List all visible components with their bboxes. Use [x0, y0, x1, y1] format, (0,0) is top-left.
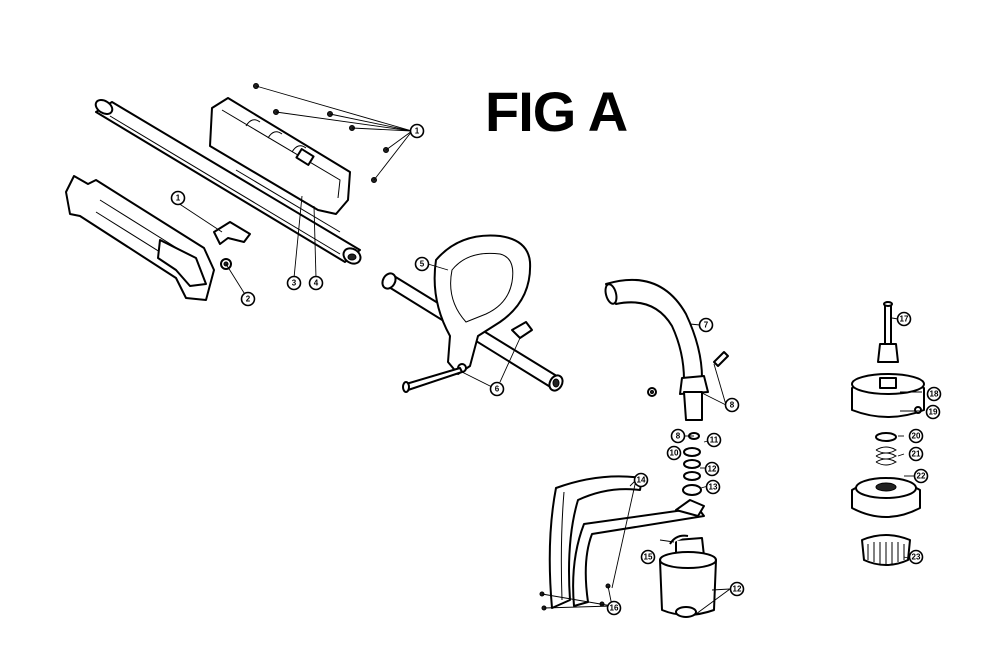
svg-text:4: 4	[314, 279, 319, 288]
svg-text:12: 12	[733, 585, 742, 594]
svg-text:21: 21	[912, 450, 921, 459]
svg-text:5: 5	[420, 260, 425, 269]
callout-10: 10	[666, 445, 682, 461]
svg-text:10: 10	[670, 449, 679, 458]
trimmer-head-assembly	[851, 301, 925, 566]
callout-16: 16	[606, 600, 622, 616]
svg-text:11: 11	[710, 436, 719, 445]
callout-22: 22	[913, 468, 929, 484]
svg-text:6: 6	[495, 385, 500, 394]
callout-21: 21	[908, 446, 924, 462]
svg-text:8: 8	[730, 401, 735, 410]
callout-19: 19	[925, 404, 941, 420]
curved-shaft	[604, 278, 709, 421]
svg-text:19: 19	[929, 408, 938, 417]
trigger-switch	[177, 202, 251, 245]
gear-head	[659, 534, 731, 618]
callout-2: 2	[240, 291, 256, 307]
front-handle	[402, 234, 533, 393]
callout-4: 4	[308, 275, 324, 291]
svg-text:17: 17	[900, 315, 909, 324]
svg-text:23: 23	[912, 553, 921, 562]
svg-text:1: 1	[415, 127, 420, 136]
rear-handle	[65, 175, 215, 301]
callout-8: 8	[724, 397, 740, 413]
figure-title: FIG A	[485, 80, 627, 143]
svg-text:2: 2	[246, 295, 251, 304]
callout-23: 23	[908, 549, 924, 565]
callout-13: 13	[705, 479, 721, 495]
callout-7: 7	[698, 317, 714, 333]
callout-3: 3	[286, 275, 302, 291]
callout-18: 18	[926, 386, 942, 402]
svg-text:18: 18	[930, 390, 939, 399]
svg-text:13: 13	[709, 483, 718, 492]
callout-12: 12	[729, 581, 745, 597]
svg-text:22: 22	[917, 472, 926, 481]
callout-20: 20	[908, 428, 924, 444]
callout-12: 12	[704, 461, 720, 477]
svg-text:15: 15	[644, 553, 653, 562]
nut	[220, 258, 247, 297]
motor-housing-half	[209, 97, 351, 233]
clamp-bolts	[647, 351, 729, 406]
svg-text:20: 20	[912, 432, 921, 441]
callout-8: 8	[670, 428, 686, 444]
callout-14: 14	[633, 472, 649, 488]
callout-17: 17	[896, 311, 912, 327]
washer-stack	[682, 432, 713, 496]
callout-5: 5	[414, 256, 430, 272]
svg-text:14: 14	[637, 476, 646, 485]
svg-text:16: 16	[610, 604, 619, 613]
housing-screws	[253, 83, 413, 183]
svg-text:3: 3	[292, 279, 297, 288]
svg-text:8: 8	[676, 432, 681, 441]
callout-15: 15	[640, 549, 656, 565]
svg-text:7: 7	[704, 321, 709, 330]
callout-1: 1	[170, 190, 186, 206]
svg-text:1: 1	[176, 194, 181, 203]
callout-11: 11	[706, 432, 722, 448]
svg-text:12: 12	[708, 465, 717, 474]
callout-1: 1	[409, 123, 425, 139]
upper-shaft-tube	[94, 99, 362, 265]
callout-6: 6	[489, 381, 505, 397]
